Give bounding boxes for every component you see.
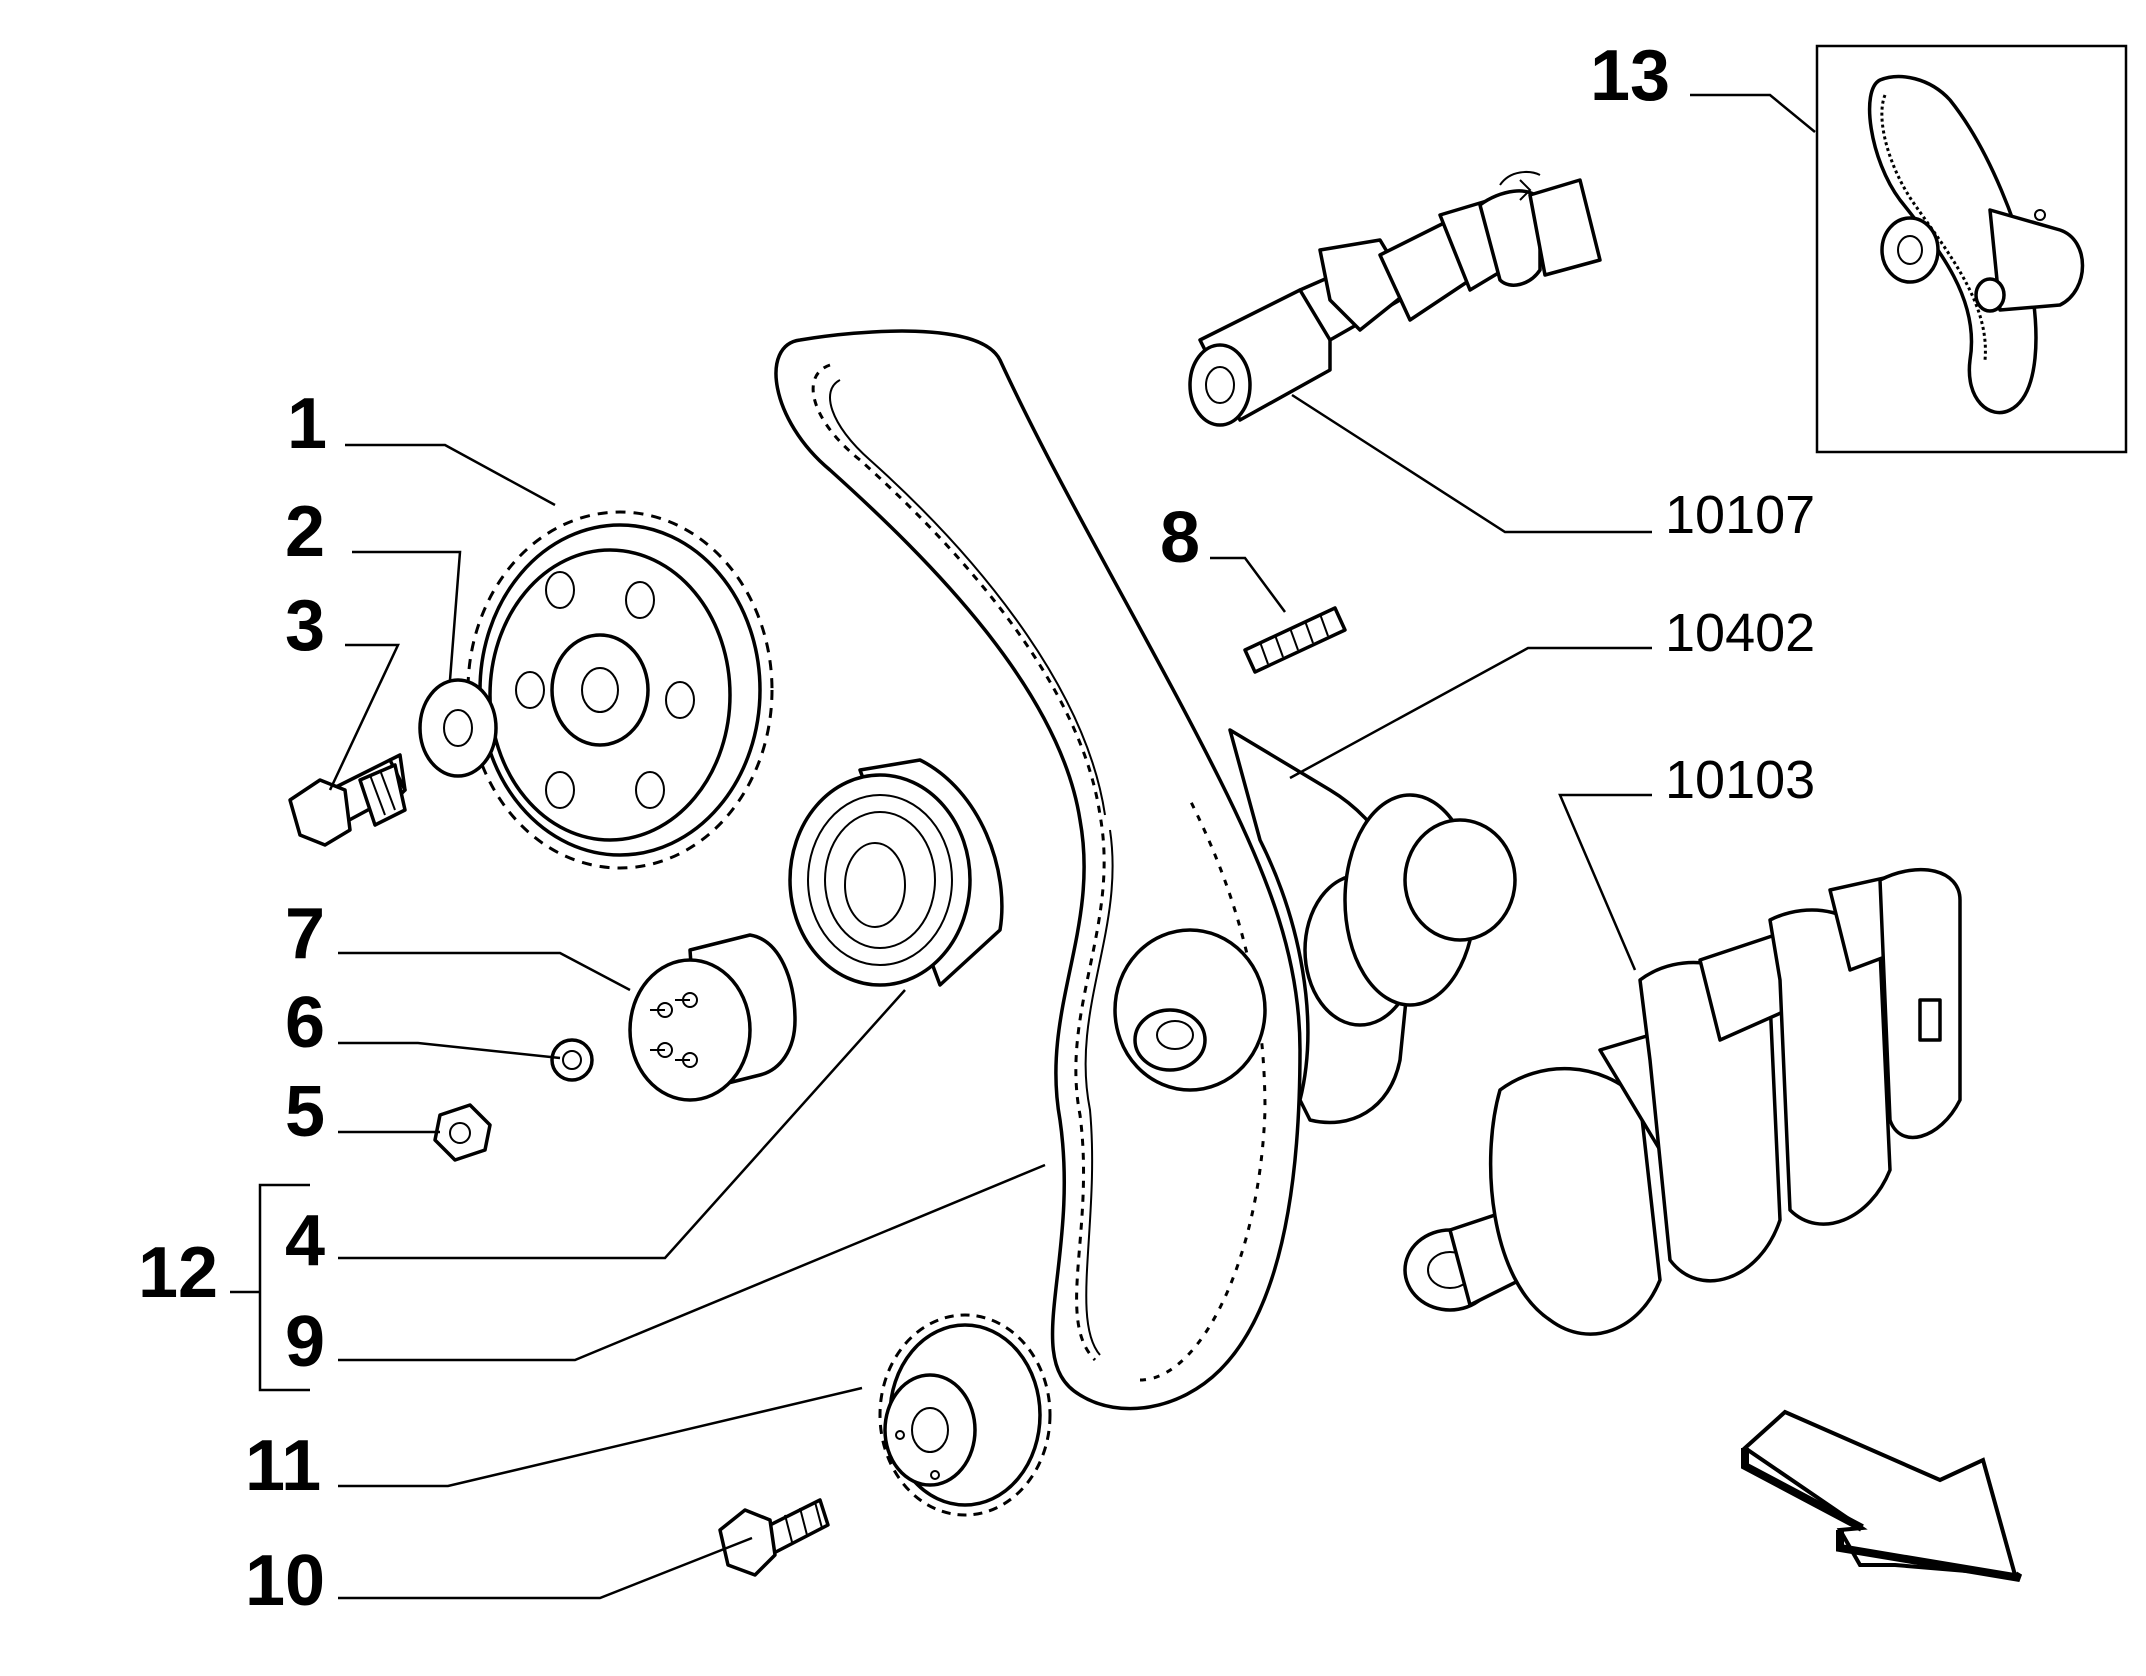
hex-nut (433, 1103, 492, 1162)
reference-10103: 10103 (1665, 750, 1815, 810)
leader-lines (230, 93, 1816, 1600)
callout-10: 10 (245, 1541, 325, 1621)
callout-8: 8 (1160, 498, 1200, 578)
tensioner-eccentric (628, 933, 797, 1102)
camshaft-gear (466, 510, 774, 870)
callout-1: 1 (287, 384, 327, 464)
camshaft-gear-bolt (288, 753, 407, 847)
crankshaft (1403, 867, 1962, 1336)
callout-labels: 1 2 3 7 6 5 4 9 12 11 10 8 13 (138, 36, 1670, 1621)
reference-10402: 10402 (1665, 603, 1815, 663)
timing-belt (774, 329, 1302, 1411)
washer (418, 678, 498, 778)
arrow-right-down-icon (1741, 1409, 2023, 1582)
reference-10107: 10107 (1665, 485, 1815, 545)
callout-6: 6 (285, 983, 325, 1063)
callout-2: 2 (285, 492, 325, 572)
idler-pulley (788, 758, 1004, 987)
callout-9: 9 (285, 1302, 325, 1382)
callout-11: 11 (245, 1426, 321, 1506)
stud-pin (1243, 606, 1347, 674)
timing-kit-inset (1815, 44, 2128, 454)
belt-tensioner (1113, 928, 1267, 1092)
water-pump-housing (1228, 728, 1517, 1125)
callout-4: 4 (285, 1201, 325, 1281)
crankshaft-gear-bolt (718, 1498, 830, 1577)
reference-labels: 10107 10402 10103 (1665, 485, 1815, 810)
callout-3: 3 (285, 586, 325, 666)
callout-13: 13 (1590, 36, 1670, 116)
callout-5: 5 (285, 1072, 325, 1152)
callout-12: 12 (138, 1233, 218, 1313)
callout-7: 7 (285, 894, 325, 974)
small-washer (550, 1038, 594, 1082)
crankshaft-gear (878, 1313, 1052, 1517)
camshaft (1188, 171, 1602, 427)
